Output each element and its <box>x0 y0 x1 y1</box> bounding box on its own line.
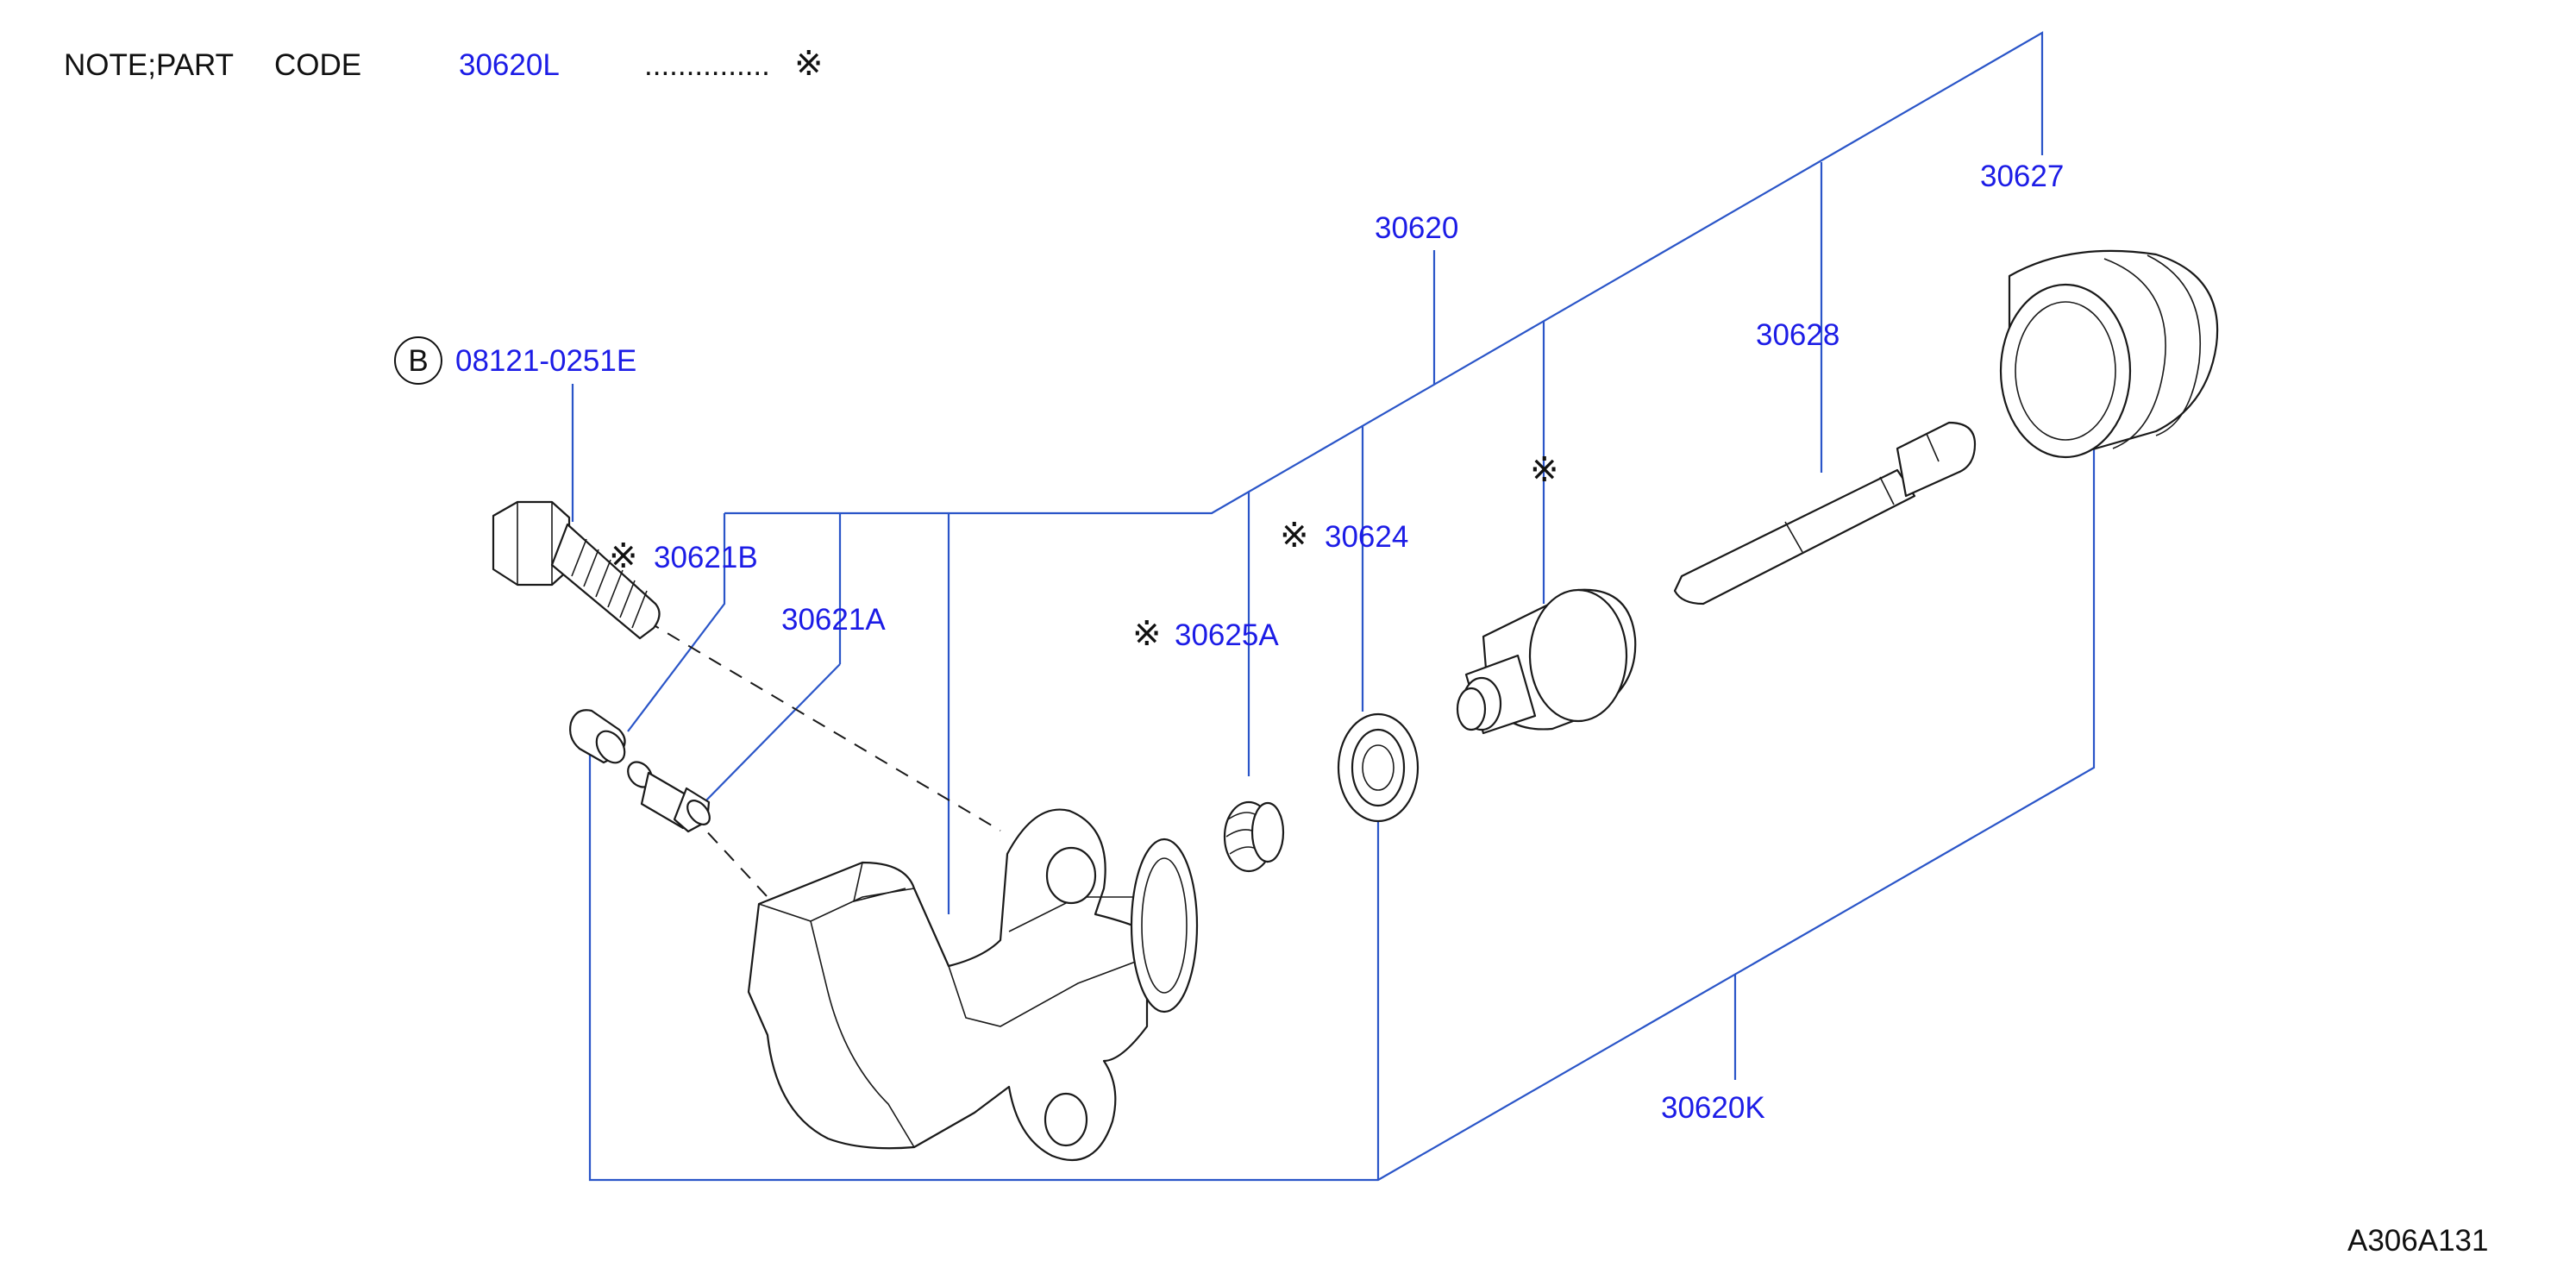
label-cup[interactable]: 30624 <box>1325 520 1408 554</box>
leader-lines <box>571 31 2096 1182</box>
drawing-code: A306A131 <box>2347 1224 2488 1258</box>
bolt-drawing[interactable] <box>492 500 661 640</box>
bolt-b-marker: B <box>408 344 428 378</box>
note-code-word: CODE <box>274 48 361 82</box>
label-spring[interactable]: 30625A <box>1175 618 1279 652</box>
label-repair-kit[interactable]: 30620K <box>1661 1091 1765 1125</box>
mark-30625a: ※ <box>1132 614 1162 654</box>
leader-30621a <box>699 663 841 807</box>
dust-cover-drawing[interactable] <box>1999 249 2219 459</box>
bleeder-screw-drawing[interactable] <box>624 757 714 833</box>
label-bleeder-cap[interactable]: 30621B <box>654 541 758 574</box>
push-rod-drawing[interactable] <box>1673 421 1977 605</box>
assembly-dashed-lines <box>646 620 1001 898</box>
label-30624-group[interactable]: ※ 30624 <box>1280 516 1408 555</box>
note-dots: ............... <box>644 48 770 82</box>
mark-30621b: ※ <box>609 536 638 576</box>
bolt-callout[interactable]: B 08121-0251E <box>394 336 636 385</box>
note-prefix: NOTE;PART <box>64 48 234 82</box>
label-bolt[interactable]: 08121-0251E <box>455 344 636 378</box>
cup-drawing[interactable] <box>1337 712 1420 823</box>
label-bleeder-screw[interactable]: 30621A <box>781 603 886 637</box>
leader-30621b <box>627 513 726 732</box>
part-code-note: NOTE;PART CODE 30620L ............... ※ <box>64 44 824 84</box>
spring-drawing[interactable] <box>1223 800 1285 873</box>
bolt-b-circle <box>394 336 442 385</box>
piston-drawing[interactable] <box>1456 588 1637 735</box>
assembly-bracket-line <box>724 31 2044 515</box>
note-part-code[interactable]: 30620L <box>459 48 560 82</box>
label-push-rod[interactable]: 30628 <box>1756 318 1840 352</box>
label-dust-cover[interactable]: 30627 <box>1980 160 2064 193</box>
mark-piston[interactable]: ※ <box>1530 450 1559 490</box>
note-mark: ※ <box>794 44 824 84</box>
label-30621b-group[interactable]: ※ 30621B <box>609 536 758 576</box>
label-cylinder-assy[interactable]: 30620 <box>1375 211 1458 245</box>
bleeder-cap-drawing[interactable] <box>569 709 630 768</box>
mark-30624: ※ <box>1280 516 1309 555</box>
cylinder-body-drawing[interactable] <box>747 808 1199 1162</box>
label-30625a-group[interactable]: ※ 30625A <box>1132 614 1279 654</box>
